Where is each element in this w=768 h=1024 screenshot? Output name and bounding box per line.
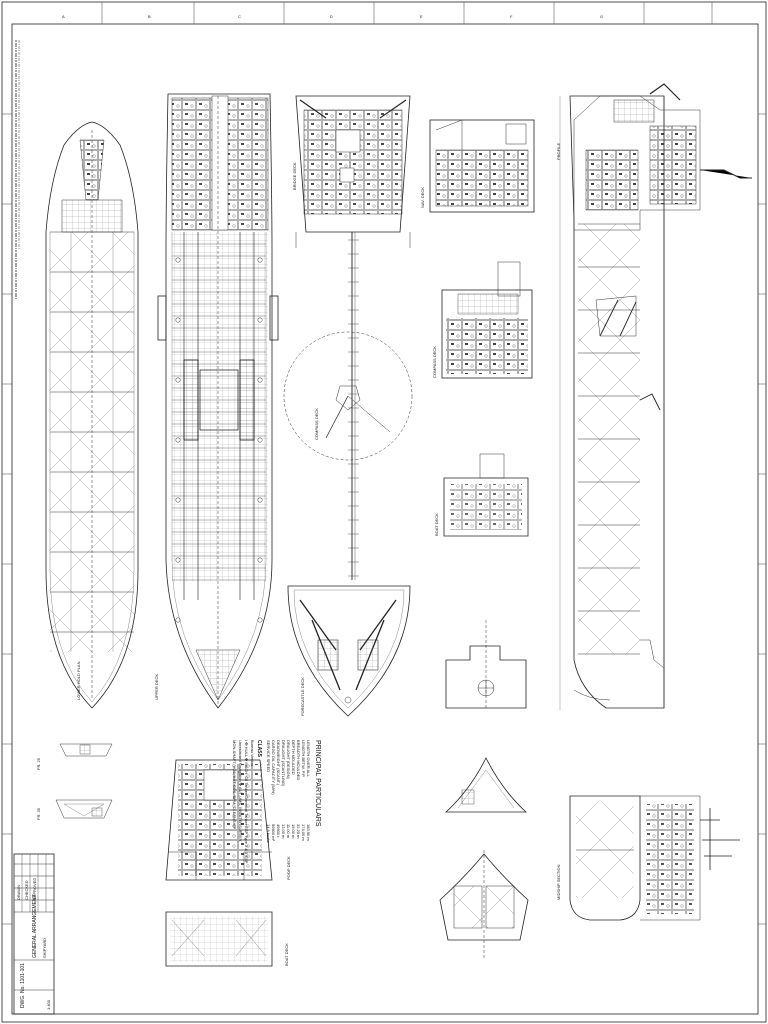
title-block-sig-approved: APPROVED (32, 878, 37, 900)
wheelhouse-view: COMPASS DECK (432, 261, 533, 379)
particular-label: CARGO OIL CAPACITY (98%) (271, 740, 276, 795)
profile-label: PROFILE (556, 143, 561, 160)
compass-deck-label: COMPASS DECK (314, 408, 319, 440)
deck-fitting (175, 617, 181, 623)
class-line-3: Unrestricted Navigation ✠ AUT-UMS, INWAT… (238, 740, 243, 842)
deck-fitting (175, 257, 181, 263)
particular-label: DRAUGHT (SCANTLING) (281, 740, 286, 787)
deckhouse-lower-label: BOAT DECK (434, 513, 439, 536)
principal-particulars-block: PRINCIPAL PARTICULARS LENGTH OVER ALL 183… (232, 740, 321, 864)
particular-label: SERVICE SPEED (266, 740, 271, 772)
particular-value: 13.00 m (281, 824, 286, 839)
border-column-letters: A B C D E F G (62, 14, 603, 19)
deck-fitting (257, 377, 263, 383)
particular-label: DEPTH MOULDED (291, 740, 296, 775)
forecastle-deck-label: FORECASTLE DECK (300, 677, 305, 716)
deck-fitting (175, 437, 181, 443)
boat-deck-label: BOAT DECK (284, 943, 289, 966)
class-line-4: MON-SHAFT, VCS, AUT-CCS, SPM, CLEANSHIP (232, 740, 237, 829)
bridge-deck-label: BRIDGE DECK (292, 162, 297, 190)
particulars-heading: PRINCIPAL PARTICULARS (314, 740, 321, 827)
title-block-scale: 1:400 (46, 999, 51, 1010)
section-details: FR. 25 FR. 35 (36, 743, 113, 820)
upper-deck-plan-view: UPPER DECK (154, 93, 279, 709)
midship-section-label: MIDSHIP SECTION (556, 864, 561, 900)
particular-value: 14.5 knots (266, 824, 271, 842)
class-line-1: Bureau Veritas (250, 740, 255, 766)
class-line-2: I ✠ HULL ✠ MACH, Oil Tanker/Chemical Tan… (244, 740, 249, 864)
midship-section-view: MIDSHIP SECTION (556, 795, 740, 921)
deck-fitting (175, 557, 181, 563)
particular-value: 32.20 m (296, 824, 301, 839)
column-letter-b: B (148, 14, 151, 19)
particular-label: DEADWEIGHT (SCANT.) (276, 740, 281, 786)
title-block-title: GENERAL ARRANGEMENT (32, 894, 38, 958)
title-block-yard: SHIPYARD (42, 938, 47, 958)
particular-value: 174.00 m (301, 824, 306, 841)
profile-view: PROFILE (556, 83, 752, 710)
deck-fitting (175, 497, 181, 503)
poop-deck-label: POOP DECK (286, 856, 291, 880)
nav-deck-label: NAV. DECK (420, 187, 425, 208)
column-letter-c: C (238, 14, 241, 19)
title-block-drawing-no: DWG. No. 1101-101 (20, 963, 26, 1008)
lower-hold-plan-view: LOWER HOLD PLAN (45, 121, 139, 709)
particular-label: LENGTH BETW. P.P. (301, 740, 306, 777)
particular-label: LENGTH OVER ALL (306, 740, 311, 777)
deck-fitting (257, 557, 263, 563)
column-letter-d: D (330, 14, 333, 19)
upper-deck-label: UPPER DECK (154, 674, 159, 700)
deck-fitting (257, 317, 263, 323)
particular-label: DRAUGHT (DESIGN) (286, 740, 291, 779)
column-letter-e: E (420, 14, 423, 19)
class-heading: CLASS (256, 740, 262, 758)
particular-value: 49900 t (276, 824, 281, 838)
deck-fitting (175, 377, 181, 383)
particular-value: 11.00 m (286, 824, 291, 839)
bow-sections-view (439, 757, 529, 960)
boat-deck-view: BOAT DECK (165, 911, 289, 967)
deck-fitting (257, 257, 263, 263)
fr-25-label: FR. 25 (36, 757, 41, 770)
particular-value: 19.00 m (291, 824, 296, 839)
title-block-sig-checked: CHECKED (24, 880, 29, 900)
deck-fitting (257, 497, 263, 503)
deck-fitting (257, 617, 263, 623)
particular-value: 56600 m³ (271, 824, 276, 842)
nav-deck-view: NAV. DECK (420, 119, 535, 213)
deckhouse-lower-view: BOAT DECK (434, 453, 529, 537)
title-block: DWG. No. 1101-101 GENERAL ARRANGEMENT SH… (13, 853, 55, 1015)
poop-deck-view: POOP DECK (165, 759, 291, 881)
deck-fitting (257, 437, 263, 443)
wheelhouse-label: COMPASS DECK (432, 346, 437, 378)
funnel-section-view (445, 620, 527, 710)
column-letter-f: F (510, 14, 513, 19)
column-letter-a: A (62, 14, 65, 19)
column-letter-g: G (600, 14, 603, 19)
general-notes-strip (15, 40, 20, 300)
fr-35-label: FR. 35 (36, 807, 41, 820)
forecastle-deck-view: BRIDGE DECK COMPASS DECK FORECASTLE DECK (283, 95, 413, 717)
title-block-sig-drawn: DRAWN (16, 885, 21, 900)
particular-value: 183.90 m (306, 824, 311, 841)
deck-fitting (175, 317, 181, 323)
lower-hold-plan-label: LOWER HOLD PLAN (76, 661, 81, 700)
particular-label: BREADTH MOULDED (296, 740, 301, 780)
